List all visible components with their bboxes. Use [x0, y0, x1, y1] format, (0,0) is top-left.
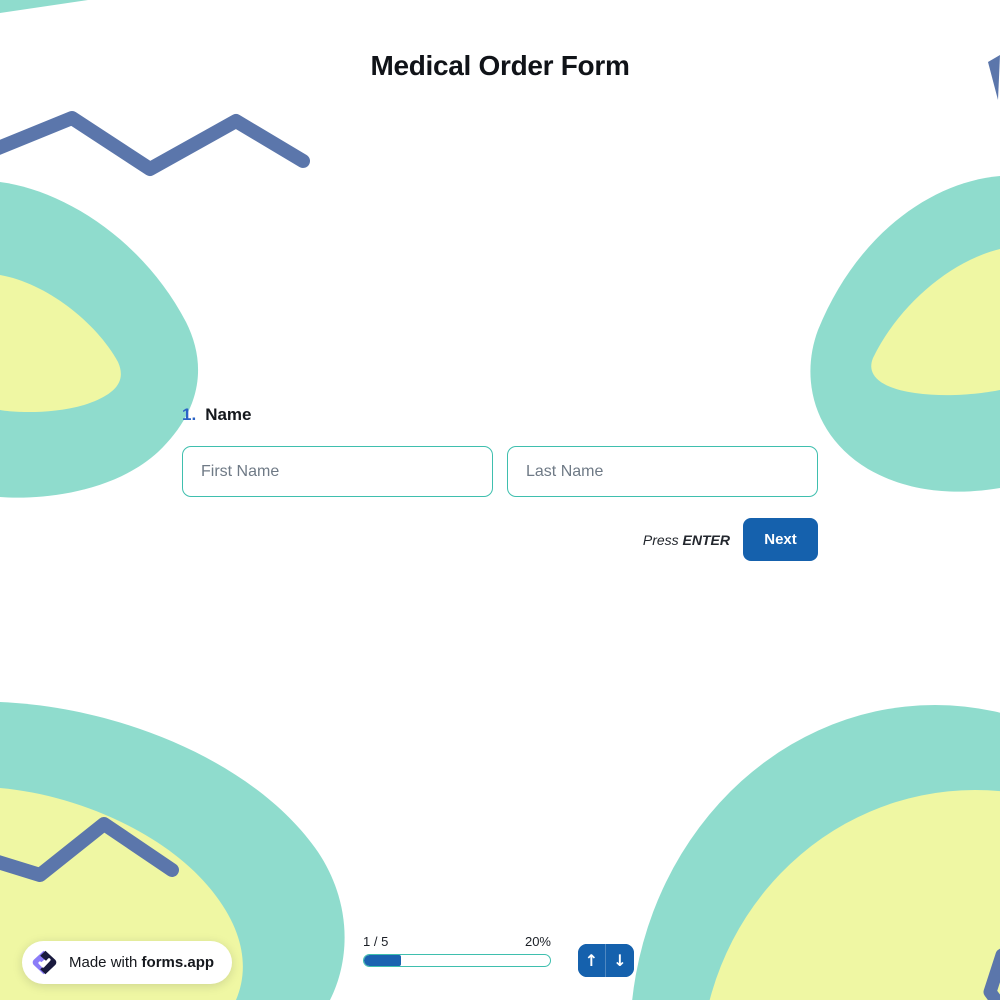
progress-labels: 1 / 5 20%: [363, 934, 551, 949]
first-name-input[interactable]: [182, 446, 493, 497]
badge-brand: forms.app: [141, 954, 215, 971]
next-row: Press ENTER Next: [182, 518, 818, 561]
corner-wedge-shape: [0, 0, 88, 13]
last-name-input[interactable]: [507, 446, 818, 497]
nav-down-button[interactable]: ↓: [606, 944, 634, 977]
progress-page-label: 1 / 5: [363, 934, 389, 949]
squiggle-bottom-left-shape: [0, 817, 179, 882]
arrow-down-icon: ↓: [613, 951, 627, 970]
nav-up-button[interactable]: ↑: [578, 944, 606, 977]
arrow-up-icon: ↑: [584, 951, 599, 970]
next-button[interactable]: Next: [743, 518, 818, 561]
name-inputs-row: [182, 446, 818, 497]
blob-right-yellow-shape: [871, 249, 1000, 396]
page-title: Medical Order Form: [370, 50, 630, 81]
question-label: 1. Name: [182, 405, 818, 425]
press-hint-prefix: Press: [642, 531, 683, 548]
progress-group: 1 / 5 20%: [363, 934, 551, 967]
question-text: Name: [205, 405, 252, 424]
form-nav-buttons: ↑ ↓: [578, 944, 634, 977]
squiggle-bottom-right-clipped-shape: [983, 948, 1000, 1000]
question-number: 1.: [182, 405, 197, 424]
press-enter-hint: Press ENTER: [643, 532, 730, 548]
progress-bar: [363, 954, 551, 967]
made-with-text: Made with forms.app: [69, 954, 214, 971]
blob-left-yellow-shape: [0, 275, 121, 413]
progress-percent-label: 20%: [524, 934, 551, 949]
question-block: 1. Name Press ENTER Next: [182, 405, 818, 561]
squiggle-top-left-shape: [0, 111, 310, 176]
made-with-badge[interactable]: Made with forms.app: [22, 941, 233, 984]
badge-prefix: Made with: [69, 954, 142, 971]
formsapp-logo-icon: [32, 950, 57, 975]
progress-fill: [364, 955, 402, 966]
blob-bottom-right-yellow-shape: [709, 790, 1000, 1000]
press-hint-key: ENTER: [682, 531, 730, 548]
squiggle-top-right-clipped-shape: [988, 55, 1000, 100]
